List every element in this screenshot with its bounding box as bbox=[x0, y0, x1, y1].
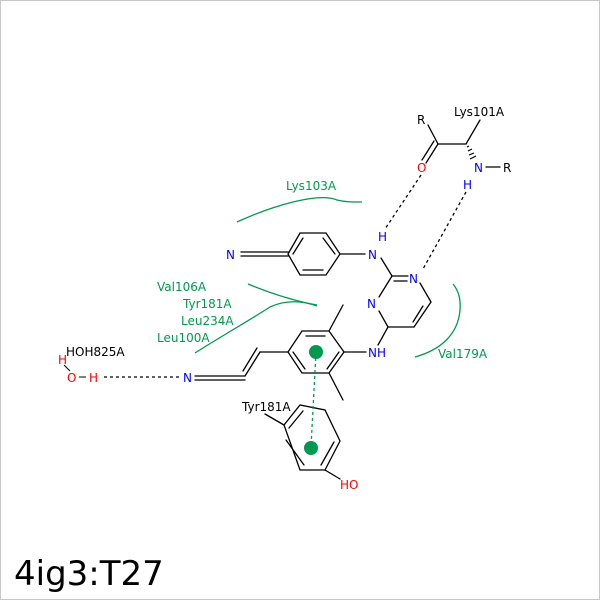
residue-lys101a: Lys101A bbox=[454, 105, 505, 119]
atom-n-pyrimidine-left: N bbox=[367, 297, 376, 311]
ring-centroid-tyr181 bbox=[304, 441, 318, 455]
atom-r-right: R bbox=[503, 161, 511, 175]
atom-r-top: R bbox=[417, 113, 425, 127]
residue-val179a: Val179A bbox=[438, 347, 488, 361]
atom-o-carbonyl: O bbox=[417, 161, 426, 175]
atom-h-amine-top: H bbox=[378, 230, 387, 244]
hbond-carbonyl-nh bbox=[384, 174, 422, 230]
arc-val106a bbox=[247, 283, 318, 306]
arc-lys103a bbox=[236, 197, 363, 223]
residue-tyr181a-stack: Tyr181A bbox=[241, 400, 291, 414]
atom-n-nitrile-left: N bbox=[226, 248, 235, 262]
atom-ho-phenol: HO bbox=[340, 478, 358, 492]
methyl-bottom bbox=[328, 372, 344, 401]
hydrophobic-arcs bbox=[194, 197, 461, 358]
residue-leu100a: Leu100A bbox=[157, 331, 210, 345]
water-bond-1 bbox=[63, 364, 71, 372]
diagram-title: 4ig3:T27 bbox=[14, 554, 164, 594]
atom-n-acrylonitrile: N bbox=[183, 371, 192, 385]
atom-nh-amine: NH bbox=[368, 346, 386, 360]
atom-h-water: H bbox=[89, 371, 98, 385]
atom-n-pyrimidine-right: N bbox=[409, 272, 418, 286]
atom-h-backbone: H bbox=[463, 178, 472, 192]
residue-tyr181a-contact: Tyr181A bbox=[182, 297, 232, 311]
benzonitrile-ring bbox=[287, 232, 341, 276]
residue-hoh825a: HOH825A bbox=[66, 345, 125, 359]
atom-n-amine-top: N bbox=[368, 248, 377, 262]
arc-leu100a bbox=[194, 300, 318, 354]
residue-leu234a: Leu234A bbox=[181, 314, 234, 328]
pi-stacking-line bbox=[310, 351, 317, 448]
hbond-lines bbox=[104, 174, 467, 378]
atom-o-water: O bbox=[67, 371, 76, 385]
hbond-lys101-pyrimidine bbox=[422, 191, 467, 270]
tyr181-ring bbox=[283, 404, 341, 471]
arc-val179a bbox=[414, 283, 461, 358]
residue-val106a: Val106A bbox=[157, 280, 207, 294]
atom-h-water-top: H bbox=[58, 353, 67, 367]
backbone-bonds bbox=[427, 124, 439, 145]
methyl-top bbox=[328, 304, 344, 332]
ligand-bonds bbox=[194, 119, 501, 480]
hash-wedge-bond bbox=[466, 145, 477, 160]
atom-n-backbone: N bbox=[474, 161, 483, 175]
ring-centroid-ligand bbox=[309, 345, 323, 359]
residue-lys103a: Lys103A bbox=[286, 179, 337, 193]
